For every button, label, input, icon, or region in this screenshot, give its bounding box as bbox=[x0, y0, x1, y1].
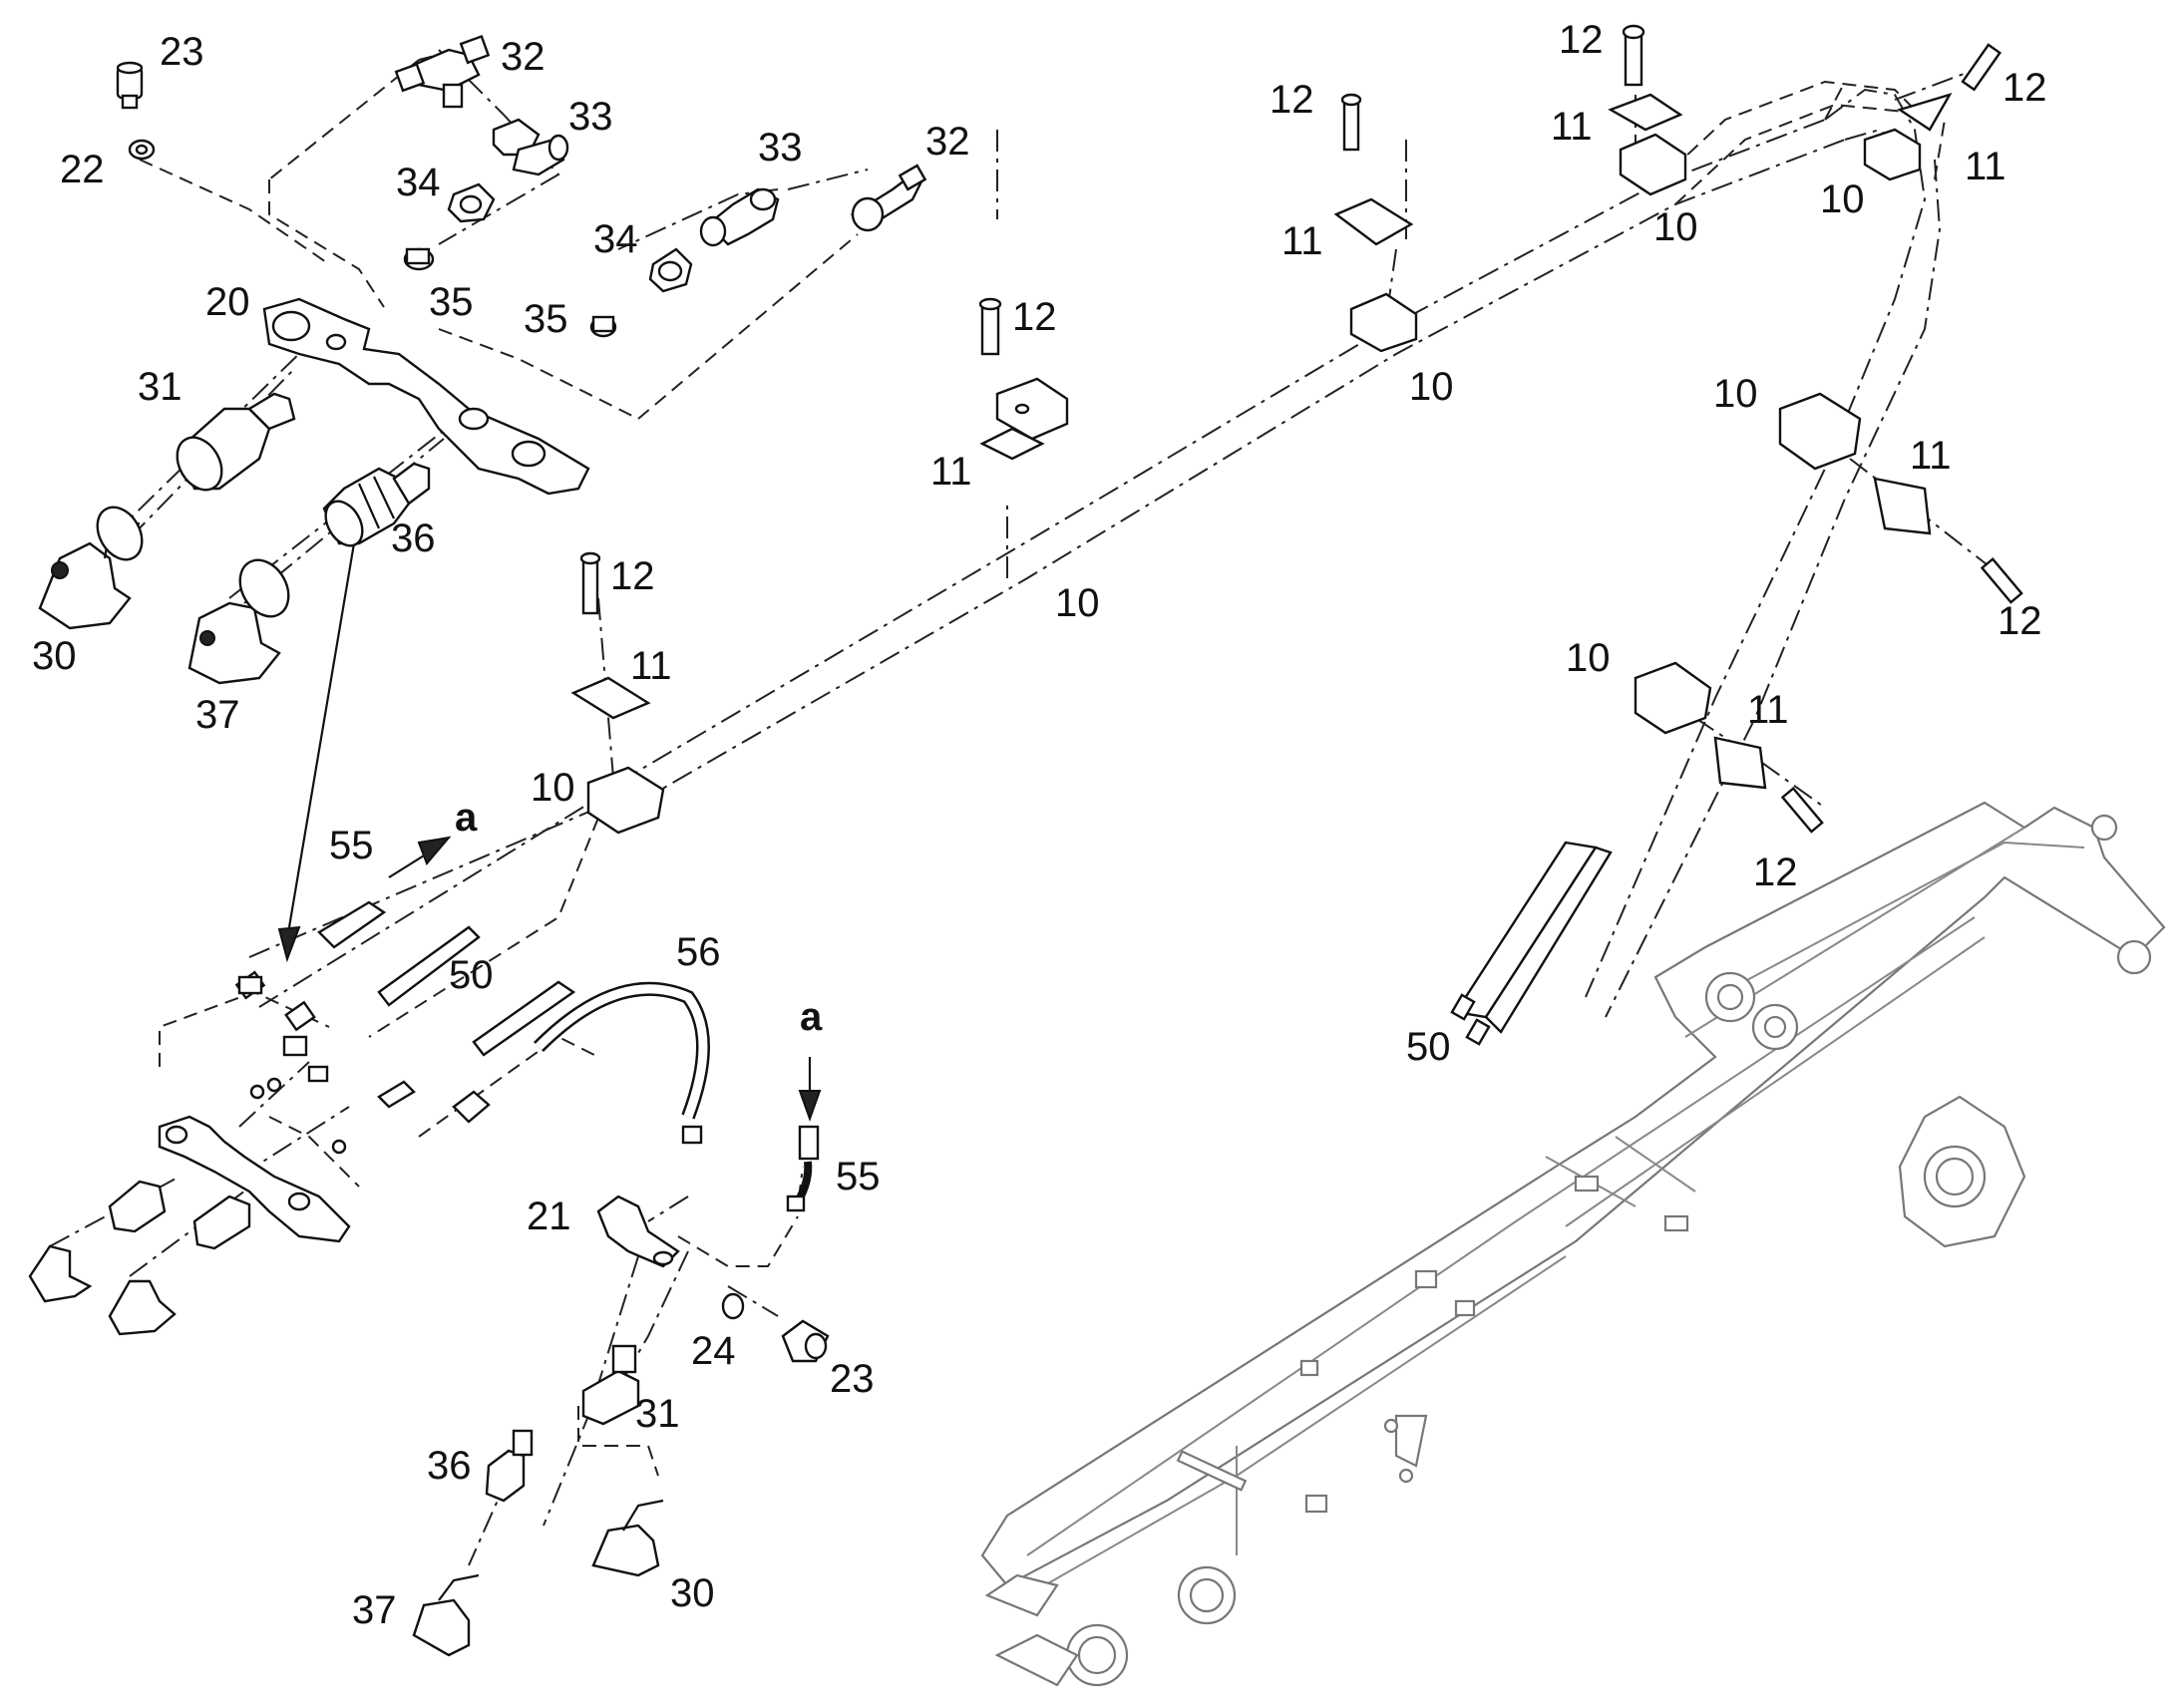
nut-33a bbox=[492, 118, 569, 176]
label-10-upper: 10 bbox=[1409, 365, 1454, 409]
label-12-right-mid: 12 bbox=[1998, 599, 2042, 643]
label-10-right-low: 10 bbox=[1566, 636, 1611, 680]
label-34-mid: 34 bbox=[593, 217, 638, 261]
small-fittings-lower bbox=[237, 975, 491, 1155]
bolt-23b bbox=[781, 1319, 830, 1363]
label-10-mid: 10 bbox=[1055, 581, 1100, 625]
label-22: 22 bbox=[60, 148, 105, 191]
coupling-31b bbox=[581, 1344, 640, 1426]
clamp-group-g bbox=[570, 551, 665, 835]
label-33-top: 33 bbox=[568, 95, 613, 139]
nut-34a bbox=[447, 182, 496, 223]
label-30-bottom: 30 bbox=[670, 1571, 715, 1615]
bracket-21 bbox=[596, 1195, 680, 1268]
label-30-top: 30 bbox=[32, 634, 77, 678]
coupling-36b bbox=[485, 1429, 534, 1503]
hose-55b bbox=[786, 1125, 820, 1212]
plug-35a bbox=[403, 247, 435, 271]
label-11-right-low: 11 bbox=[1747, 688, 1789, 732]
label-32-mid: 32 bbox=[925, 120, 970, 164]
label-11-right-mid: 11 bbox=[1910, 434, 1952, 478]
dust-cap-37b bbox=[412, 1573, 480, 1657]
label-12-right-low: 12 bbox=[1753, 851, 1798, 894]
label-36-bottom: 36 bbox=[427, 1444, 472, 1488]
label-11-right-top: 11 bbox=[1965, 145, 2006, 188]
label-11-mid: 11 bbox=[930, 450, 972, 494]
label-24: 24 bbox=[691, 1329, 736, 1373]
hose-ends-50b bbox=[1450, 841, 1613, 1046]
label-33-mid: 33 bbox=[758, 126, 803, 170]
boom-arm bbox=[980, 801, 2166, 1687]
label-a-right: a bbox=[800, 995, 823, 1039]
label-12-right-top: 12 bbox=[2002, 66, 2047, 110]
bracket-20 bbox=[262, 297, 590, 496]
label-10-right-top: 10 bbox=[1820, 177, 1865, 221]
coupling-31a bbox=[176, 392, 296, 492]
label-23-top: 23 bbox=[160, 30, 204, 74]
label-20: 20 bbox=[205, 280, 250, 324]
hose-56 bbox=[534, 981, 710, 1145]
clamp-group-e bbox=[1778, 392, 2023, 604]
label-35-mid: 35 bbox=[524, 297, 568, 341]
label-a-left: a bbox=[455, 796, 478, 840]
label-56: 56 bbox=[676, 930, 721, 974]
fitting-32b bbox=[850, 164, 927, 232]
clamp-group-d bbox=[1863, 43, 2002, 181]
bolt-23a bbox=[116, 61, 144, 110]
dust-cap-37a bbox=[187, 558, 290, 685]
dust-cap-30a bbox=[38, 506, 144, 630]
plug-35b bbox=[589, 315, 617, 338]
label-10-right-mid: 10 bbox=[1713, 372, 1758, 416]
couplings-lower bbox=[28, 1180, 251, 1336]
bracket-lower bbox=[158, 1115, 351, 1243]
label-36-top: 36 bbox=[391, 516, 436, 560]
washer-24 bbox=[721, 1292, 745, 1320]
fitting-33b bbox=[699, 187, 780, 247]
label-34-top: 34 bbox=[396, 161, 441, 204]
nut-34b bbox=[648, 247, 693, 293]
clamp-group-c bbox=[1608, 24, 1687, 196]
label-55-left: 55 bbox=[329, 824, 374, 867]
label-50-left: 50 bbox=[449, 953, 494, 997]
label-23-bottom: 23 bbox=[830, 1357, 875, 1401]
label-12-upper: 12 bbox=[1270, 78, 1314, 122]
direction-arrows bbox=[277, 542, 822, 1122]
label-55-right: 55 bbox=[836, 1155, 881, 1198]
label-12-mid: 12 bbox=[1012, 295, 1057, 339]
label-10-left: 10 bbox=[531, 766, 575, 810]
washer-22 bbox=[128, 139, 156, 161]
tee-fitting-32a bbox=[394, 34, 491, 109]
label-50-right: 50 bbox=[1406, 1025, 1451, 1069]
coupling-36a bbox=[322, 462, 431, 547]
label-10-top: 10 bbox=[1653, 205, 1698, 249]
label-37-bottom: 37 bbox=[352, 1588, 397, 1632]
hose-fittings-55-50 bbox=[234, 900, 576, 1057]
clamp-group-f bbox=[1634, 661, 1824, 834]
label-21: 21 bbox=[527, 1195, 571, 1238]
assembly-lines bbox=[49, 49, 2005, 1566]
label-12-top: 12 bbox=[1559, 18, 1604, 62]
clamp-group-a bbox=[978, 297, 1069, 461]
label-31-bottom: 31 bbox=[635, 1392, 680, 1436]
label-12-left: 12 bbox=[610, 554, 655, 598]
dust-cap-30b bbox=[591, 1499, 664, 1577]
clamp-group-b bbox=[1333, 93, 1418, 353]
label-32-top: 32 bbox=[501, 35, 545, 79]
label-11-upper: 11 bbox=[1281, 219, 1323, 263]
label-31-top: 31 bbox=[138, 365, 182, 409]
label-37-top: 37 bbox=[195, 693, 240, 737]
label-11-top: 11 bbox=[1551, 105, 1593, 149]
label-11-left: 11 bbox=[630, 644, 672, 688]
label-35-top: 35 bbox=[429, 280, 474, 324]
